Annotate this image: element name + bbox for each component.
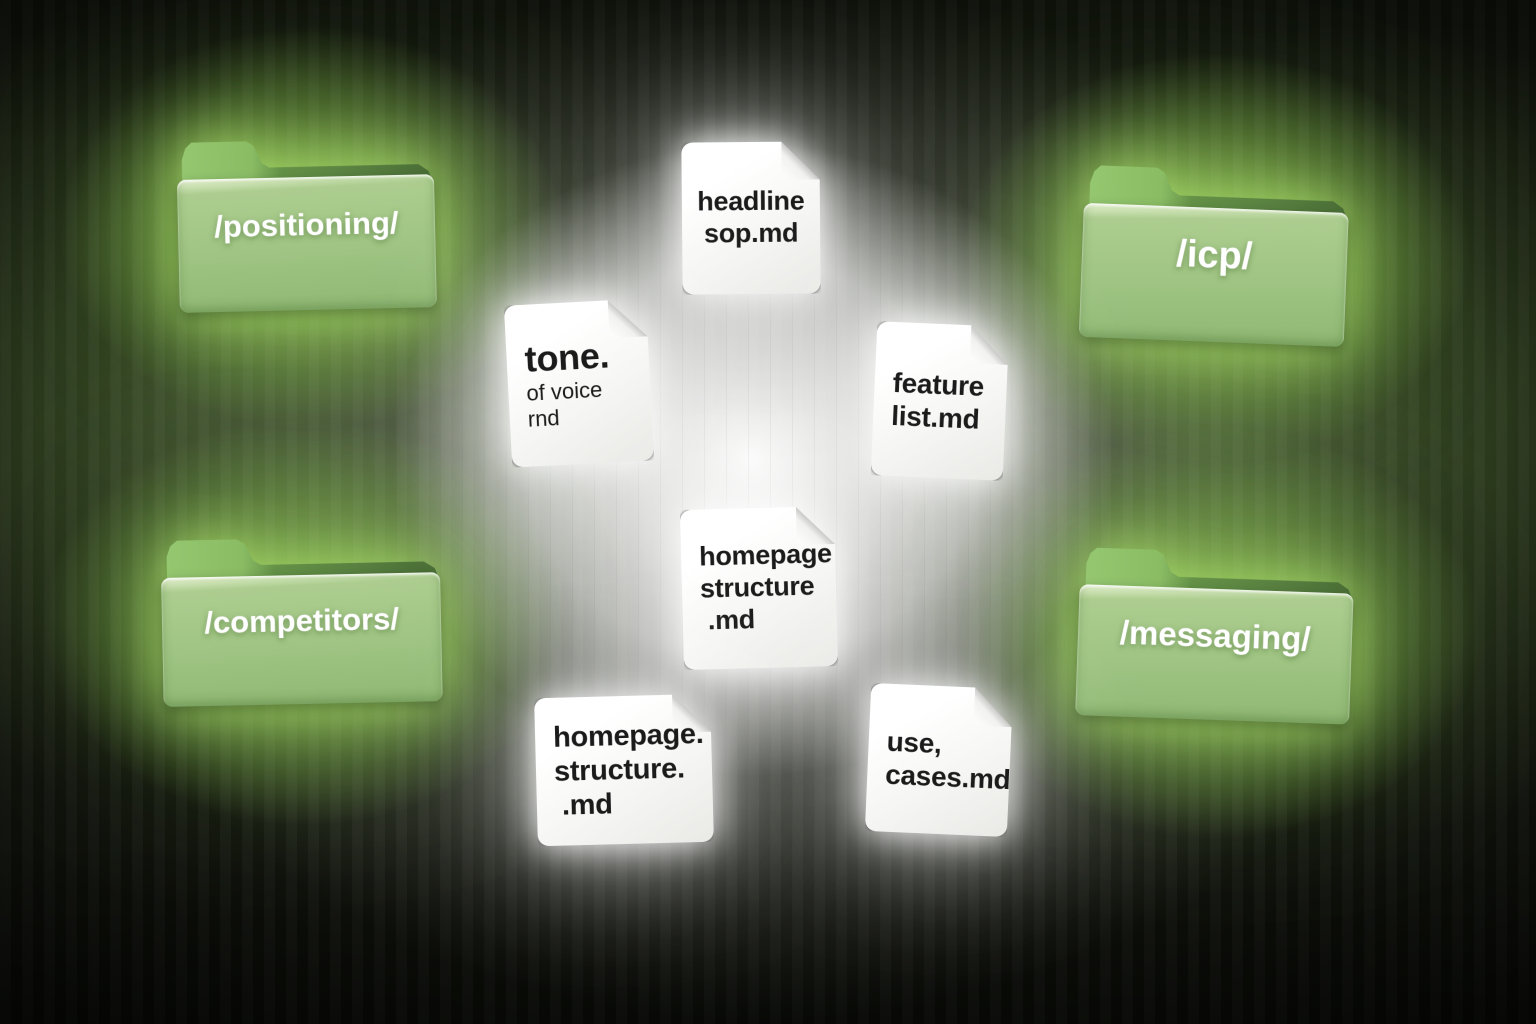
folder-front: /positioning/	[176, 174, 437, 313]
folder-label: /messaging/	[1119, 613, 1312, 658]
file-feature-list-md[interactable]: feature list.md	[871, 321, 1010, 481]
folder-front: /messaging/	[1075, 584, 1354, 725]
folder-label: /positioning/	[213, 205, 399, 245]
file-label-line: of voice rnd	[525, 377, 603, 432]
document-icon: tone. of voice rnd	[504, 298, 654, 467]
document-icon: homepage. structure. .md	[534, 694, 714, 847]
folder-positioning[interactable]: /positioning/	[176, 137, 442, 313]
file-label-line: feature	[892, 366, 985, 402]
file-use-cases-md[interactable]: use, cases.md	[865, 683, 1013, 837]
file-label-line: tone.	[523, 334, 611, 380]
folder-icp[interactable]: /icp/	[1078, 165, 1355, 347]
file-tone-of-voice[interactable]: tone. of voice rnd	[504, 298, 654, 467]
file-headline-sop-md[interactable]: headline sop.md	[681, 141, 820, 294]
document-icon: feature list.md	[871, 321, 1010, 481]
file-label-line: cases.md	[884, 758, 1012, 796]
document-icon: homepage structure .md	[680, 506, 838, 670]
file-label-line: .md	[707, 604, 756, 636]
file-label-line: structure	[699, 570, 815, 604]
file-label-line: headline	[697, 185, 805, 217]
file-label-line: homepage	[698, 538, 833, 572]
document-icon: headline sop.md	[681, 141, 820, 294]
file-label-line: structure.	[553, 752, 686, 788]
file-label-line: list.md	[890, 399, 981, 435]
file-label-line: use,	[886, 725, 943, 760]
file-homepage-structure-md[interactable]: homepage structure .md	[680, 506, 838, 670]
file-label-line: .md	[561, 788, 613, 822]
folder-front: /icp/	[1078, 202, 1349, 347]
folder-front: /competitors/	[161, 571, 444, 707]
folder-label: /icp/	[1175, 233, 1254, 278]
folder-label: /competitors/	[203, 601, 400, 641]
file-label-line: homepage.	[552, 717, 704, 754]
folder-messaging[interactable]: /messaging/	[1075, 547, 1361, 725]
folder-competitors[interactable]: /competitors/	[160, 535, 448, 707]
file-homepage-structure-dot-md[interactable]: homepage. structure. .md	[534, 694, 714, 847]
document-icon: use, cases.md	[865, 683, 1013, 837]
file-label-line: sop.md	[703, 217, 799, 249]
